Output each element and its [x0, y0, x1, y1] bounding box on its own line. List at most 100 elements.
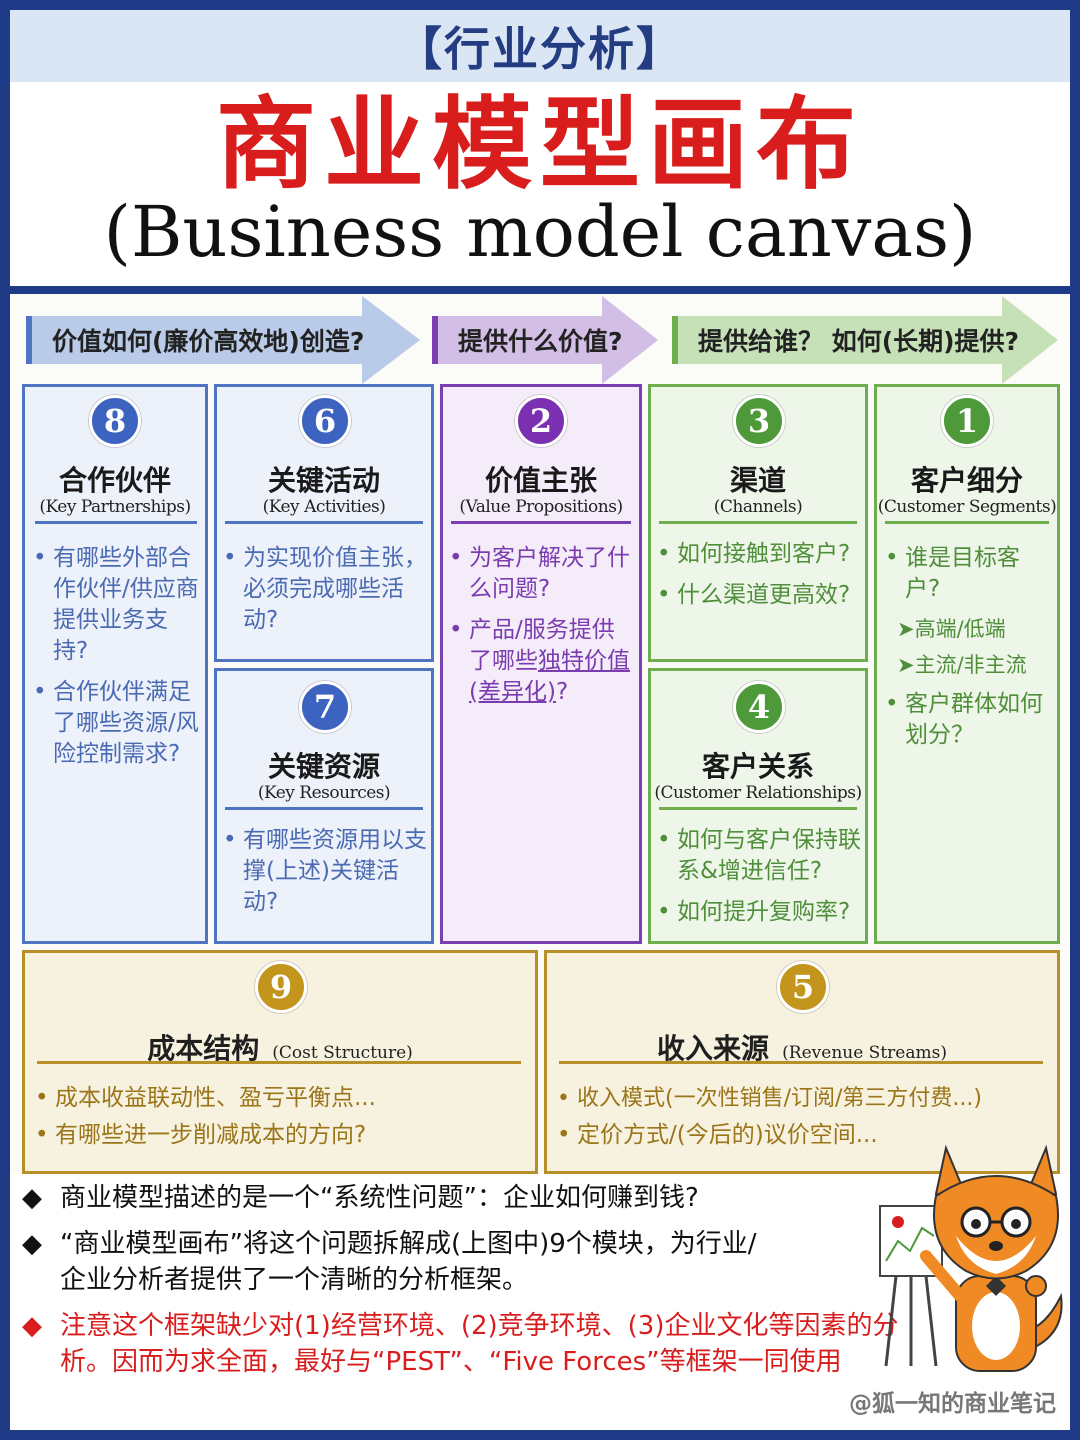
- segment-subitem: ➤主流/非主流: [897, 653, 1027, 677]
- arrow-label: 提供给谁？ 如何(长期)提供?: [698, 327, 1020, 356]
- question-item: 如何提升复购率?: [653, 897, 867, 928]
- block-title: 价值主张: [484, 464, 597, 497]
- block-questions: 有哪些外部合作伙伴/供应商提供业务支持? 合作伙伴满足了哪些资源/风险控制需求?: [29, 543, 201, 780]
- block-subtitle: (Customer Relationships): [654, 783, 862, 803]
- block-title: 收入来源: [657, 1032, 770, 1065]
- block-number-badge: 1: [941, 395, 993, 447]
- block-number-badge: 7: [299, 681, 351, 733]
- arrow-deliver-value: 提供给谁？ 如何(长期)提供?: [672, 296, 1058, 384]
- block-title: 渠道: [729, 464, 786, 497]
- block-key-partnerships: 8 合作伙伴 (Key Partnerships) 有哪些外部合作伙伴/供应商提…: [22, 384, 208, 944]
- question-item: 为实现价值主张，必须完成哪些活动?: [219, 543, 429, 636]
- diamond-bullet-icon: ◆: [22, 1229, 42, 1259]
- block-customer-segments: 1 客户细分 (Customer Segments) 谁是目标客户? ➤高端/低…: [874, 384, 1060, 944]
- question-item: 如何接触到客户?: [653, 539, 867, 570]
- block-divider: [35, 521, 197, 524]
- note-text: 商业模型描述的是一个“系统性问题”：企业如何赚到钱?: [60, 1183, 699, 1213]
- diamond-bullet-icon: ◆: [22, 1183, 42, 1213]
- block-number-badge: 9: [255, 961, 307, 1013]
- category-band: 【行业分析】: [10, 10, 1070, 82]
- block-title: 合作伙伴: [58, 464, 171, 497]
- arrow-shape: [432, 296, 658, 384]
- block-divider: [225, 807, 423, 810]
- question-item: 谁是目标客户?: [881, 543, 1053, 605]
- question-item: 有哪些外部合作伙伴/供应商提供业务支持?: [29, 543, 201, 667]
- block-subtitle: (Revenue Streams): [782, 1043, 947, 1063]
- block-title: 客户关系: [701, 750, 814, 783]
- question-item: 有哪些资源用以支撑(上述)关键活动?: [219, 825, 429, 918]
- fox-mascot-icon: [879, 1144, 1063, 1372]
- note-text: “商业模型画布”将这个问题拆解成(上图中)9个模块，为行业/企业分析者提供了一个…: [60, 1229, 757, 1295]
- block-number-badge: 3: [733, 395, 785, 447]
- block-questions: 如何接触到客户? 什么渠道更高效?: [653, 539, 867, 621]
- page-title: 商业模型画布: [216, 86, 864, 203]
- block-title: 成本结构: [147, 1032, 260, 1065]
- question-item: 为客户解决了什么问题?: [445, 543, 635, 605]
- block-title: 客户细分: [910, 464, 1023, 497]
- page-subtitle: (Business model canvas): [103, 191, 977, 273]
- block-divider: [451, 521, 631, 524]
- note-text: 注意这个框架缺少对(1)经营环境、(2)竞争环境、(3)企业文化等因素的分析。因…: [60, 1311, 899, 1377]
- block-subtitle: (Value Propositions): [459, 497, 623, 517]
- block-subtitle: (Key Resources): [257, 783, 391, 803]
- note-item: ◆ 商业模型描述的是一个“系统性问题”：企业如何赚到钱?: [22, 1180, 902, 1216]
- block-key-activities: 6 关键活动 (Key Activities) 为实现价值主张，必须完成哪些活动…: [214, 384, 434, 662]
- block-heading: 收入来源 (Revenue Streams): [547, 1027, 1057, 1067]
- note-item-warning: ◆ 注意这个框架缺少对(1)经营环境、(2)竞争环境、(3)企业文化等因素的分析。…: [22, 1308, 902, 1380]
- arrow-shape: [672, 296, 1058, 384]
- block-divider: [37, 1061, 521, 1064]
- block-subtitle: (Customer Segments): [877, 497, 1057, 517]
- block-number-badge: 8: [89, 395, 141, 447]
- block-revenue-streams: 5 收入来源 (Revenue Streams) 收入模式(一次性销售/订阅/第…: [544, 950, 1060, 1174]
- segment-subitem: ➤高端/低端: [897, 617, 1006, 641]
- question-item: 产品/服务提供了哪些独特价值(差异化)?: [445, 615, 635, 708]
- question-item: 收入模式(一次性销售/订阅/第三方付费...): [553, 1083, 1053, 1114]
- block-subtitle: (Key Activities): [262, 497, 386, 517]
- block-channels: 3 渠道 (Channels) 如何接触到客户? 什么渠道更高效?: [648, 384, 868, 662]
- block-key-resources: 7 关键资源 (Key Resources) 有哪些资源用以支撑(上述)关键活动…: [214, 668, 434, 944]
- question-text: ?: [555, 679, 569, 705]
- block-divider: [559, 1061, 1043, 1064]
- note-item: ◆ “商业模型画布”将这个问题拆解成(上图中)9个模块，为行业/企业分析者提供了一…: [22, 1226, 782, 1298]
- question-item: 客户群体如何划分？: [881, 689, 1053, 751]
- block-questions: 收入模式(一次性销售/订阅/第三方付费...) 定价方式/(今后的)议价空间..…: [553, 1083, 1053, 1161]
- underlined-emphasis: 独特价值(差异化): [469, 648, 630, 705]
- block-questions: 为实现价值主张，必须完成哪些活动?: [219, 543, 429, 646]
- block-subtitle: (Key Partnerships): [39, 497, 191, 517]
- block-questions: 如何与客户保持联系&增进信任? 如何提升复购率?: [653, 825, 867, 938]
- question-item: 有哪些进一步削减成本的方向?: [31, 1120, 531, 1151]
- question-item: 如何与客户保持联系&增进信任?: [653, 825, 867, 887]
- block-customer-relationships: 4 客户关系 (Customer Relationships) 如何与客户保持联…: [648, 668, 868, 944]
- block-questions: 有哪些资源用以支撑(上述)关键活动?: [219, 825, 429, 928]
- arrow-create-value: 价值如何(廉价高效地)创造?: [26, 296, 420, 384]
- header-divider: [10, 286, 1070, 294]
- block-questions: 成本收益联动性、盈亏平衡点... 有哪些进一步削减成本的方向?: [31, 1083, 531, 1161]
- question-item: 合作伙伴满足了哪些资源/风险控制需求?: [29, 677, 201, 770]
- block-divider: [659, 807, 857, 810]
- block-divider: [225, 521, 423, 524]
- author-handle: @狐一知的商业笔记: [849, 1391, 1056, 1417]
- notes-section: ◆ 商业模型描述的是一个“系统性问题”：企业如何赚到钱? ◆ “商业模型画布”将这个…: [22, 1180, 902, 1390]
- block-number-badge: 4: [733, 681, 785, 733]
- block-divider: [885, 521, 1049, 524]
- question-item: 什么渠道更高效?: [653, 580, 867, 611]
- block-questions: 为客户解决了什么问题? 产品/服务提供了哪些独特价值(差异化)?: [445, 543, 635, 718]
- arrow-shape: [26, 296, 420, 384]
- block-divider: [659, 521, 857, 524]
- arrow-label: 提供什么价值?: [458, 327, 623, 356]
- block-title: 关键活动: [267, 464, 380, 497]
- block-title: 关键资源: [267, 750, 380, 783]
- block-number-badge: 2: [515, 395, 567, 447]
- diamond-bullet-icon: ◆: [22, 1311, 42, 1341]
- block-heading: 成本结构 (Cost Structure): [25, 1027, 535, 1067]
- question-text: 产品/服务提供了哪些: [469, 617, 615, 674]
- block-cost-structure: 9 成本结构 (Cost Structure) 成本收益联动性、盈亏平衡点...…: [22, 950, 538, 1174]
- block-number-badge: 5: [777, 961, 829, 1013]
- block-value-propositions: 2 价值主张 (Value Propositions) 为客户解决了什么问题? …: [440, 384, 642, 944]
- block-subtitle: (Cost Structure): [272, 1043, 413, 1063]
- block-questions: 客户群体如何划分？: [881, 689, 1053, 761]
- block-number-badge: 6: [299, 395, 351, 447]
- arrow-offer-value: 提供什么价值?: [432, 296, 658, 384]
- block-questions: 谁是目标客户?: [881, 543, 1053, 615]
- arrow-label: 价值如何(廉价高效地)创造?: [52, 327, 365, 356]
